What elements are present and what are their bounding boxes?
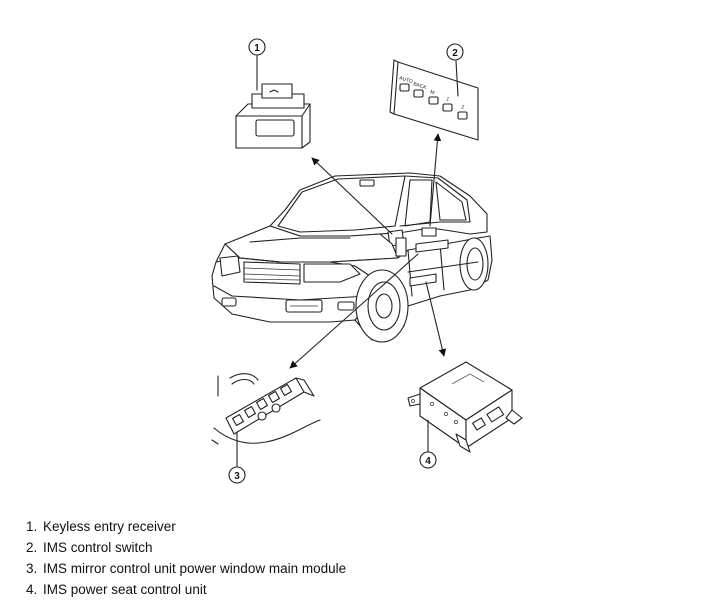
keyless-entry-receiver-drawing xyxy=(235,83,311,149)
legend-item-1: 1. Keyless entry receiver xyxy=(26,516,346,537)
switch-label-2: 2 xyxy=(460,104,465,111)
arrow-to-seat-unit xyxy=(425,281,447,357)
callout-2-label: 2 xyxy=(452,48,458,59)
pointer-arrows xyxy=(289,133,447,369)
legend-text: IMS mirror control unit power window mai… xyxy=(43,561,347,576)
legend-text: IMS power seat control unit xyxy=(43,582,207,597)
switch-label-back: BACK xyxy=(412,81,427,91)
arrow-to-window-module xyxy=(289,253,419,369)
switch-label-1: 1 xyxy=(445,96,450,103)
callout-3 xyxy=(228,466,246,484)
component-location-diagram: 1 AUTO BACK M 1 2 2 xyxy=(211,38,523,484)
callout-1 xyxy=(248,38,266,56)
callout-4 xyxy=(419,451,437,469)
legend-number: 4. xyxy=(26,582,38,597)
callout-4-label: 4 xyxy=(425,456,431,467)
legend-item-3: 3. IMS mirror control unit power window m… xyxy=(26,558,346,579)
legend-item-4: 4. IMS power seat control unit xyxy=(26,579,346,600)
legend-text: Keyless entry receiver xyxy=(43,519,176,534)
component-legend: 1. Keyless entry receiver 2. IMS control s… xyxy=(26,516,346,600)
ims-control-switch-drawing: AUTO BACK M 1 2 xyxy=(389,59,479,141)
car-illustration xyxy=(211,172,493,343)
switch-label-m: M xyxy=(429,89,435,96)
callout-2 xyxy=(446,43,464,61)
callout-3-label: 3 xyxy=(234,471,240,482)
legend-text: IMS control switch xyxy=(43,540,153,555)
power-window-main-module-drawing xyxy=(211,373,321,445)
legend-number: 3. xyxy=(26,561,38,576)
switch-label-auto: AUTO xyxy=(398,75,413,85)
legend-number: 2. xyxy=(26,540,38,555)
callout-1-label: 1 xyxy=(254,43,260,54)
arrow-to-control-switch xyxy=(429,133,442,227)
legend-item-2: 2. IMS control switch xyxy=(26,537,346,558)
legend-number: 1. xyxy=(26,519,38,534)
power-seat-control-unit-drawing xyxy=(407,361,523,453)
arrow-to-keyless-receiver xyxy=(311,157,393,235)
